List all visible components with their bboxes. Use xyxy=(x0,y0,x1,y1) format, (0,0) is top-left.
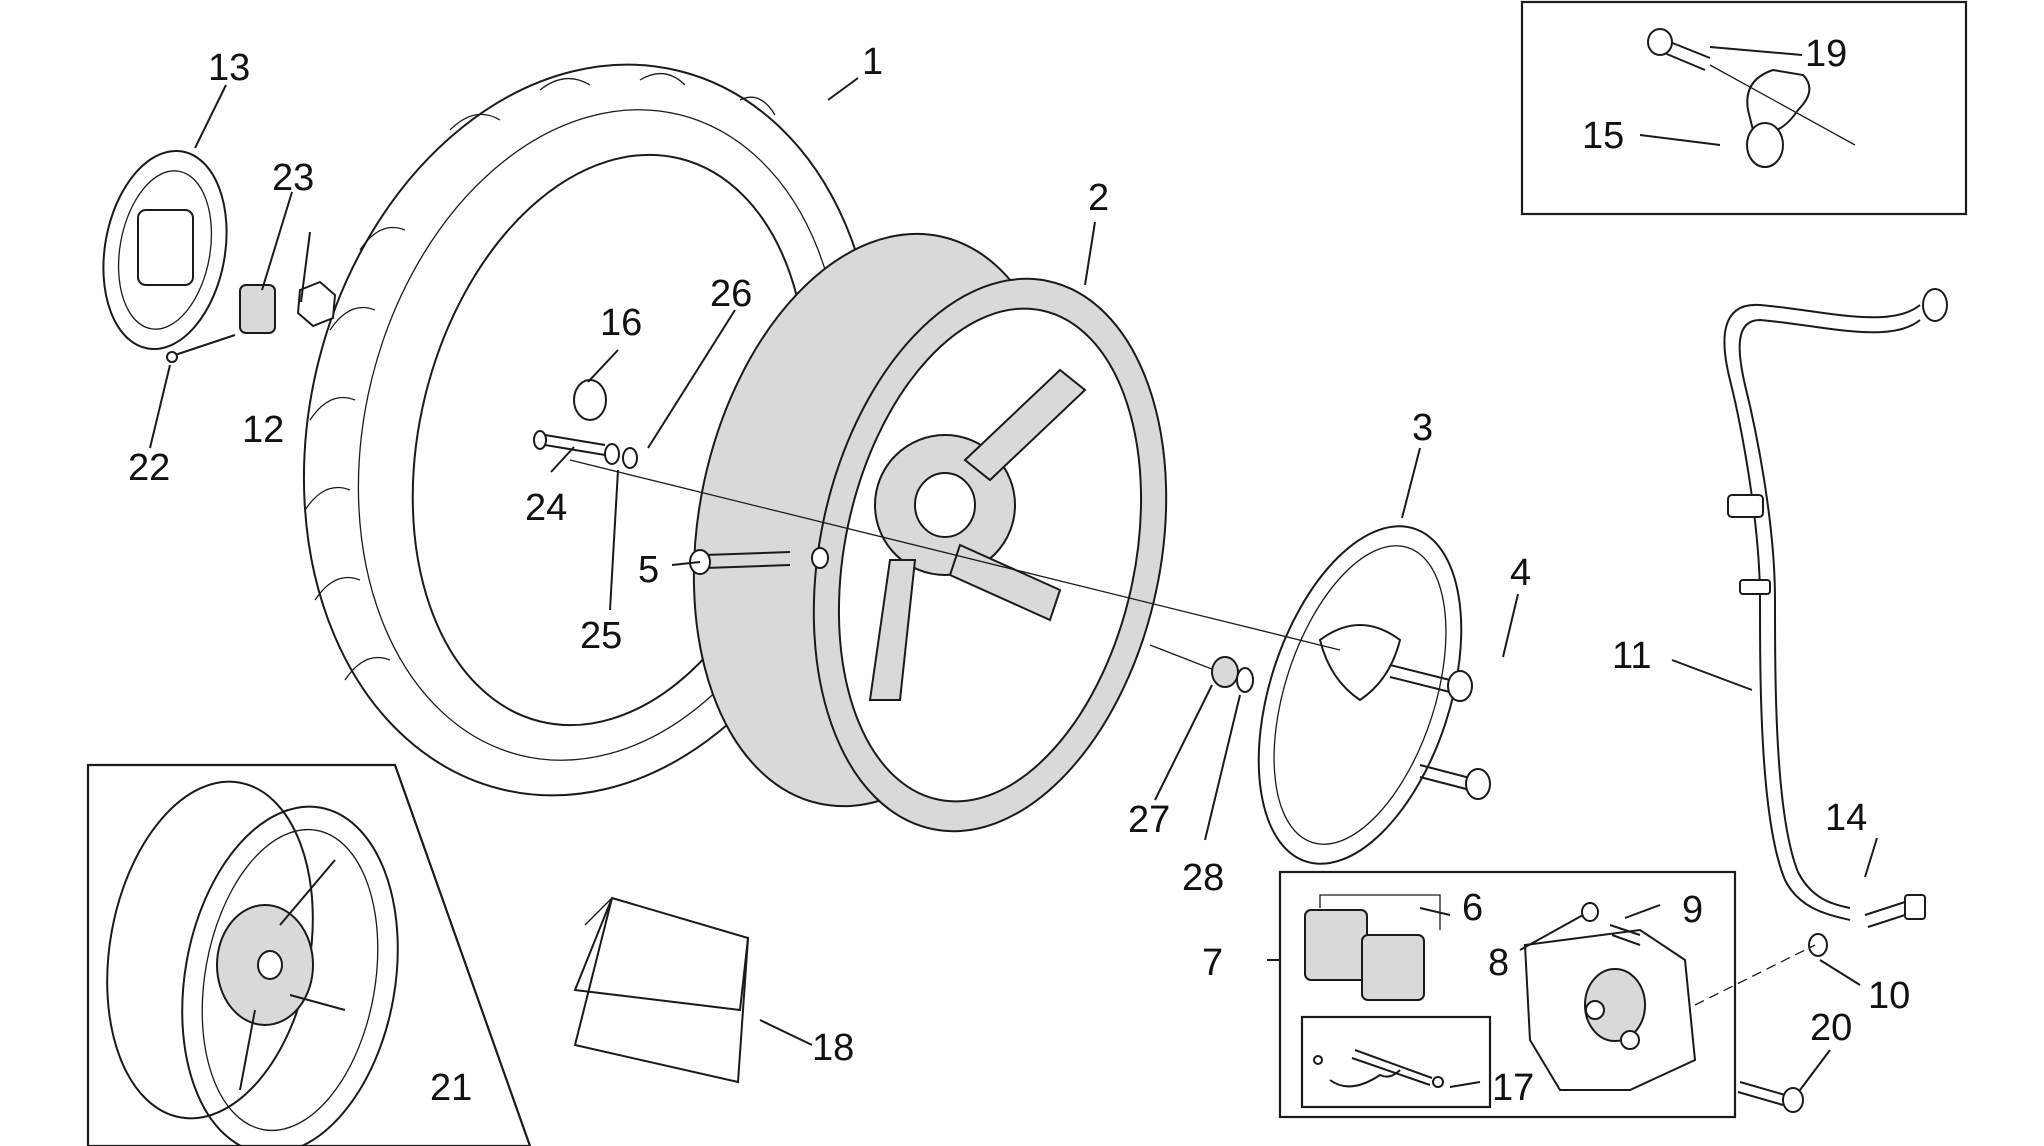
brake-pads xyxy=(1304,894,1441,1001)
label-26: 26 xyxy=(710,273,752,315)
label-1: 1 xyxy=(862,41,883,83)
banjo-bolt xyxy=(1808,894,1926,957)
label-24: 24 xyxy=(525,487,567,529)
brake-disc xyxy=(1257,525,1463,865)
spacer-nut xyxy=(1211,656,1254,693)
label-27: 27 xyxy=(1128,799,1170,841)
label-11: 11 xyxy=(1612,635,1651,677)
label-21: 21 xyxy=(430,1067,472,1109)
axle-nut xyxy=(296,280,337,328)
label-20: 20 xyxy=(1810,1007,1852,1049)
pin-kit xyxy=(1313,1049,1444,1088)
caliper-axis xyxy=(1694,944,1816,1006)
wheel-rim xyxy=(692,232,1168,833)
label-13: 13 xyxy=(208,47,250,89)
label-22: 22 xyxy=(128,447,170,489)
label-7: 7 xyxy=(1202,942,1223,984)
label-15: 15 xyxy=(1582,115,1624,157)
label-19: 19 xyxy=(1805,33,1847,75)
label-17: 17 xyxy=(1492,1067,1534,1109)
label-3: 3 xyxy=(1412,407,1433,449)
label-4: 4 xyxy=(1510,552,1531,594)
label-9: 9 xyxy=(1682,889,1703,931)
label-28: 28 xyxy=(1182,857,1224,899)
label-14: 14 xyxy=(1825,797,1867,839)
brake-hose xyxy=(1723,288,1948,921)
pin-kit-box xyxy=(1300,1015,1492,1109)
washers xyxy=(533,379,638,469)
label-12: 12 xyxy=(242,409,284,451)
label-16: 16 xyxy=(600,302,642,344)
label-6: 6 xyxy=(1462,887,1483,929)
parts-bag xyxy=(573,896,750,1084)
complete-wheel xyxy=(106,780,399,1146)
label-8: 8 xyxy=(1488,942,1509,984)
label-10: 10 xyxy=(1868,975,1910,1017)
bleed-screw xyxy=(1581,902,1641,946)
label-23: 23 xyxy=(272,157,314,199)
cotter-pin xyxy=(166,334,236,363)
hose-clamp xyxy=(1647,28,1856,168)
label-5: 5 xyxy=(638,549,659,591)
hub-cover xyxy=(102,149,228,351)
disc-screws xyxy=(1389,664,1491,800)
label-25: 25 xyxy=(580,615,622,657)
label-18: 18 xyxy=(812,1027,854,1069)
complete-wheel-box xyxy=(86,763,532,1146)
caliper-group-box xyxy=(1278,870,1737,1119)
axle-line xyxy=(569,459,1341,651)
part-labels: 1 2 3 4 5 6 7 8 9 10 11 12 13 14 15 16 1… xyxy=(128,33,1910,1109)
bearing-spacer xyxy=(239,284,276,334)
leader-lines xyxy=(149,46,1878,1091)
caliper-bolt xyxy=(1737,1081,1804,1113)
brake-caliper xyxy=(1523,928,1697,1091)
label-2: 2 xyxy=(1088,177,1109,219)
hose-clamp-box xyxy=(1520,0,1968,216)
